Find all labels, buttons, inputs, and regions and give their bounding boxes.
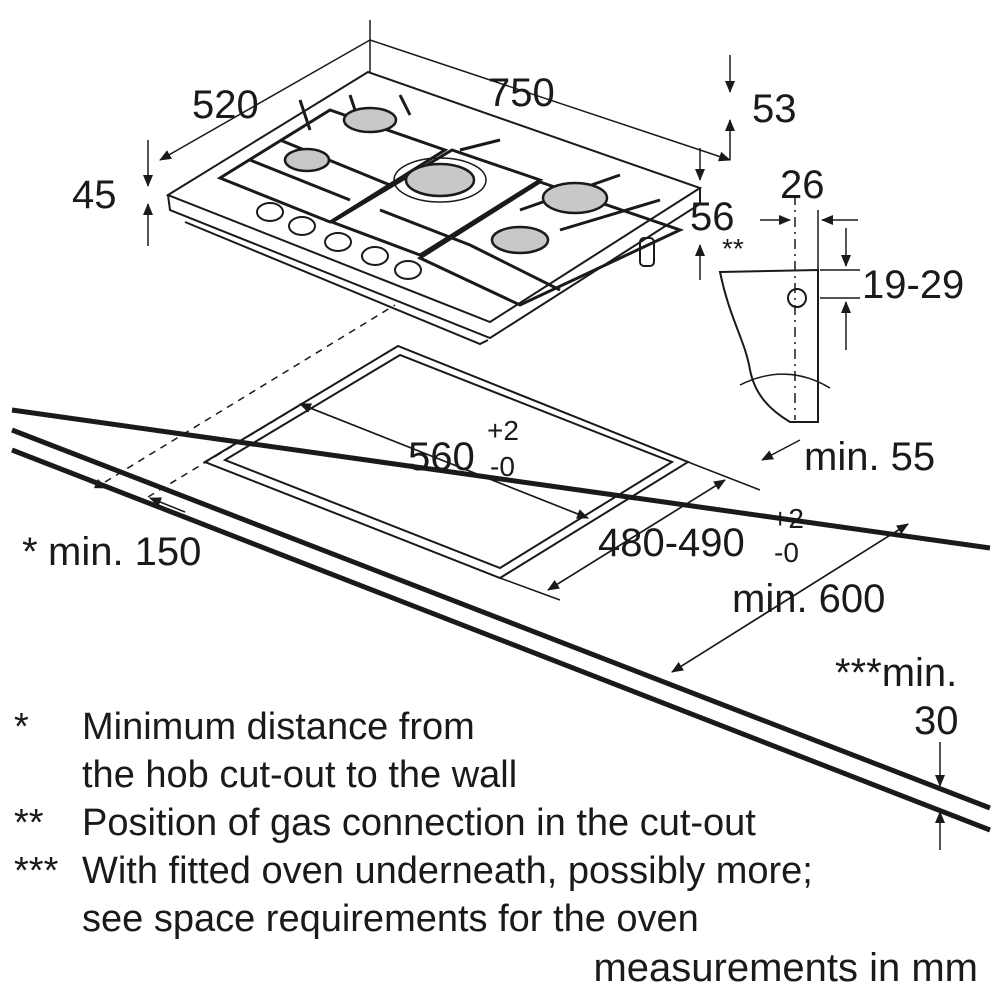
worktop-depth-arrow-b xyxy=(671,523,909,673)
burner-rear-right xyxy=(541,181,609,215)
cutout-depth-arrow-b xyxy=(547,479,726,591)
burner-front-left xyxy=(283,147,331,173)
worktop-bottom-edge xyxy=(11,447,991,833)
gas-detail-curve xyxy=(739,373,831,389)
dim-cutout-depth: 480-490 xyxy=(598,521,745,565)
dim-cutout-depth-tol-plus: +2 xyxy=(772,503,804,534)
burner-front-right xyxy=(490,225,550,255)
grate-right xyxy=(416,180,684,307)
cutout-width-arrow-b xyxy=(299,403,589,519)
units-note: measurements in mm xyxy=(593,946,978,990)
dim-front-distance: min. 55 xyxy=(804,435,935,479)
dim-oven-clearance-value: 30 xyxy=(914,699,959,743)
wall-arrow-a xyxy=(69,471,107,489)
dim-hob-height: 45 xyxy=(72,173,117,217)
hob-edge xyxy=(167,188,701,340)
dim-worktop-depth: min. 600 xyxy=(732,577,885,621)
note-3-marker: *** xyxy=(14,850,59,892)
worktop-back-edge xyxy=(11,407,991,551)
dim-hob-width: 750 xyxy=(488,71,555,115)
worktop-front-edge xyxy=(11,427,991,811)
dim-gas-offset: 26 xyxy=(780,163,825,207)
note-2-line-1: Position of gas connection in the cut-ou… xyxy=(82,802,756,844)
wall-dash-1 xyxy=(104,304,396,483)
burner-rear-left xyxy=(342,106,398,134)
worktop xyxy=(11,304,991,833)
note-2-marker: ** xyxy=(14,802,44,844)
gas-connection-point xyxy=(787,288,807,308)
wall-dash-2 xyxy=(147,345,399,498)
cutout-depth-ext-b xyxy=(499,577,561,601)
gas-detail-profile xyxy=(718,268,819,423)
note-1-marker: * xyxy=(14,706,29,748)
note-1-line-2: the hob cut-out to the wall xyxy=(82,754,518,796)
dim-right-offset-top: 53 xyxy=(752,87,797,131)
gas-connector xyxy=(639,237,655,267)
depth-dim-line xyxy=(159,39,371,161)
control-knobs xyxy=(256,202,422,280)
cutout-inner xyxy=(222,353,675,570)
hob-underside xyxy=(184,221,489,346)
dim-oven-clearance-label: ***min. xyxy=(835,651,957,695)
dim-cutout-width-tol-minus: -0 xyxy=(490,451,515,482)
cutout-depth-ext-a xyxy=(687,461,761,491)
note-1-line-1: Minimum distance from xyxy=(82,706,475,748)
burner-wok xyxy=(404,162,476,198)
dim-cutout-width: 560 xyxy=(408,435,475,479)
dim-cutout-width-tol-plus: +2 xyxy=(487,415,519,446)
hob-drawing xyxy=(165,70,703,346)
dim-right-offset: 56 xyxy=(690,195,735,239)
footnotes: * Minimum distance from the hob cut-out … xyxy=(0,700,1000,1000)
front-distance-arrow xyxy=(761,439,801,461)
burner-wok-ring xyxy=(393,157,487,203)
grate-left xyxy=(216,108,449,224)
note-3-line-1: With fitted oven underneath, possibly mo… xyxy=(82,850,813,892)
gas-marker: ** xyxy=(722,233,744,264)
dim-cutout-depth-tol-minus: -0 xyxy=(774,537,799,568)
dim-hob-depth: 520 xyxy=(192,83,259,127)
wall-distance-marker: * xyxy=(22,530,38,574)
note-3-line-2: see space requirements for the oven xyxy=(82,898,699,940)
gas-connection-detail: 26 ** 19-29 xyxy=(718,163,964,423)
wall-arrow-b xyxy=(149,497,186,513)
dim-gas-height: 19-29 xyxy=(862,263,964,307)
width-dim-line xyxy=(369,39,731,162)
dim-wall-distance: min. 150 xyxy=(48,530,201,574)
